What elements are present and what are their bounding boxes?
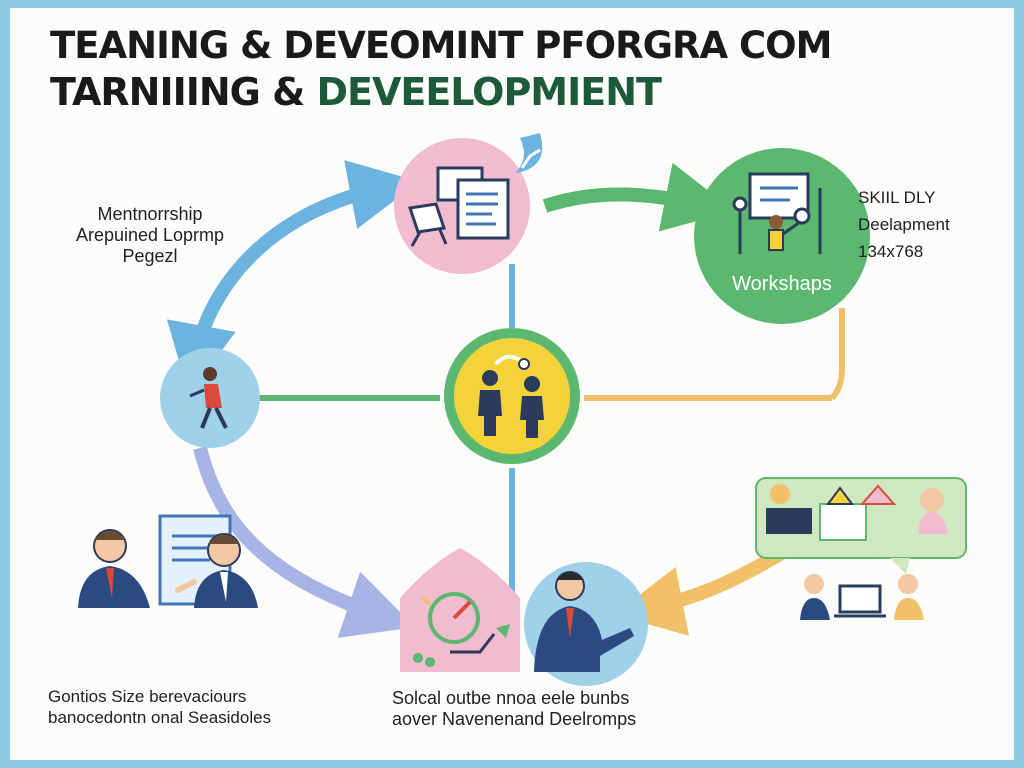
node-presenter [524,562,648,686]
title-line-2-accent: DEVEELOPMIENT [316,70,661,114]
workshop-presenter-icon [732,172,822,254]
mentorship-label-line-3: Pegezl [122,246,178,266]
bottom-center-caption-line-2: aover Navenenand Deelromps [392,709,637,729]
node-documents [394,133,543,274]
bottom-left-caption-line-1: Gontios Size berevaciours [48,687,247,706]
skill-development-label: SKIIL DLY Deelapment 134x768 [858,184,950,265]
person-walking-icon [189,367,228,429]
node-walking [160,348,260,448]
online-learning-icon [755,477,967,620]
team-collaboration-icon [478,354,544,438]
bottom-left-caption-line-2: banocedontn onal Seasidoles [48,708,272,727]
connectors [166,160,845,638]
node-team [444,328,580,464]
mentorship-label-line-2: Arepuined Loprmp [75,225,225,245]
title-line-2: TARNIIING & DEVEELOPMIENT [50,70,662,114]
diagram-page: TEANING & DEVEOMINT PFORGRA COM TARNIIIN… [10,8,1014,760]
program-diagram: Workshaps [78,133,967,686]
connector-right-down [829,308,845,401]
node-growth [400,548,520,672]
bottom-center-caption: Solcal outbe nnoa eele bunbs aover Naven… [392,688,636,730]
mentorship-label: Mentnorrship Arepuined Loprmp Pegezl [50,204,250,267]
growth-gauge-icon [413,592,510,667]
bottom-center-caption-line-1: Solcal outbe nnoa eele bunbs [392,688,630,708]
arrow-top-to-left [166,160,420,395]
title-line-2-prefix: TARNIIING & [50,70,317,114]
workshops-label: Workshaps [732,273,832,295]
title-line-1: TEANING & DEVEOMINT PFORGRA COM [50,24,832,67]
mentorship-label-line-1: Mentnorrship [97,204,203,224]
arrow-left-to-bottom [193,446,416,638]
bottom-left-caption: Gontios Size berevaciours banocedontn on… [48,686,271,728]
documents-computer-icon [408,166,510,247]
arrow-top-to-workshops [542,162,735,232]
skill-label-line-2: Deelapment [858,215,950,234]
node-workshops: Workshaps [694,148,870,324]
skill-label-line-3: 134x768 [858,242,924,261]
presenter-speaking-icon [534,571,634,672]
mentors-handshake-icon [78,514,258,608]
skill-label-line-1: SKIIL DLY [858,188,936,207]
